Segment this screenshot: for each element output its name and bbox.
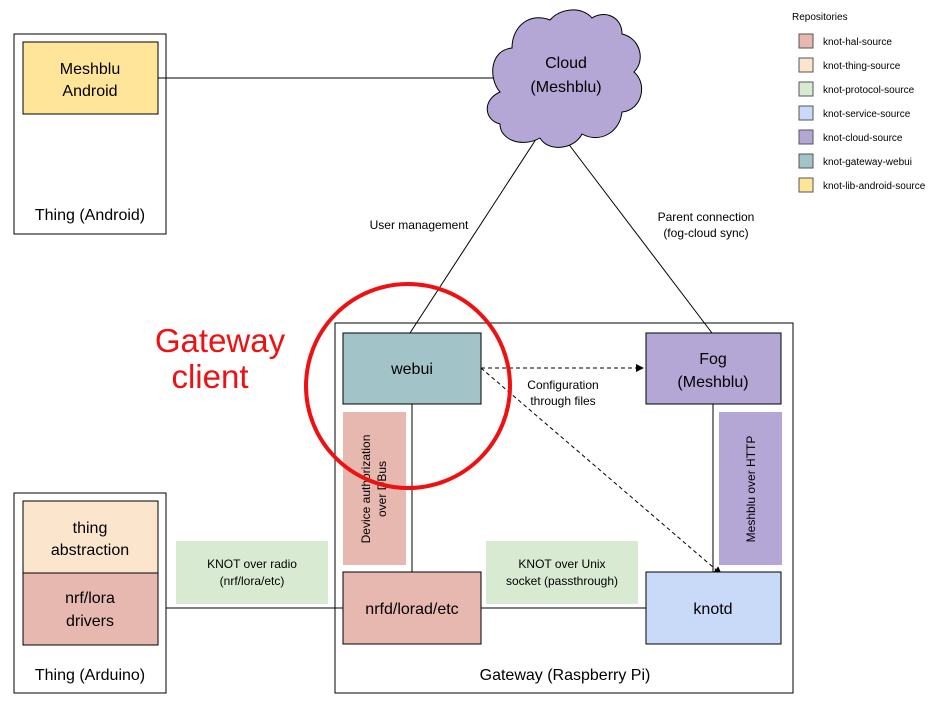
parent-connection-line2: (fog-cloud sync)	[663, 226, 748, 240]
legend-item-label: knot-gateway-webui	[823, 157, 912, 168]
legend-items: knot-hal-source knot-thing-source knot-pro…	[798, 33, 926, 193]
thing-abstraction-node: thing abstraction	[22, 500, 159, 574]
cloud-label-line1: Cloud	[545, 55, 587, 72]
legend-swatch	[798, 33, 814, 49]
legend-item-label: knot-thing-source	[823, 61, 901, 72]
fog-meshblu-node: Fog (Meshblu)	[645, 332, 782, 405]
config-files-line2: through files	[530, 394, 595, 408]
thing-abstraction-line2: abstraction	[51, 542, 129, 559]
knot-radio-line1: KNOT over radio	[207, 557, 297, 571]
knot-over-unix-node: KNOT over Unix socket (passthrough)	[486, 541, 638, 604]
knot-unix-line2: socket (passthrough)	[506, 574, 618, 588]
legend-swatch	[798, 177, 814, 193]
meshblu-android-line2: Android	[62, 83, 117, 100]
meshblu-android-node: Meshblu Android	[22, 41, 159, 115]
legend-title: Repositories	[792, 12, 848, 23]
legend: Repositories knot-hal-source knot-thing-s…	[792, 12, 926, 193]
cloud-fog-line	[566, 141, 713, 334]
meshblu-android-line1: Meshblu	[60, 61, 120, 78]
parent-connection-line1: Parent connection	[658, 210, 755, 224]
webui-knotd-dashed-arrow	[480, 367, 722, 575]
nrfd-label: nrfd/lorad/etc	[365, 601, 458, 618]
cloud-label-line2: (Meshblu)	[530, 79, 601, 96]
thing-abstraction-line1: thing	[73, 520, 108, 537]
nrfd-node: nrfd/lorad/etc	[342, 571, 482, 645]
cloud-meshblu-node: Cloud (Meshblu)	[486, 9, 643, 148]
cloud-shape	[486, 9, 643, 148]
legend-swatch	[798, 129, 814, 145]
legend-item-label: knot-service-source	[823, 109, 911, 120]
thing-android-label: Thing (Android)	[35, 207, 145, 224]
device-auth-line1: Device authorization	[359, 435, 373, 544]
highlight-circle	[304, 282, 512, 490]
thing-arduino-label: Thing (Arduino)	[35, 667, 145, 684]
drivers-line2: drivers	[66, 613, 114, 630]
user-management-label: User management	[370, 218, 469, 232]
legend-swatch	[798, 57, 814, 73]
knot-radio-line2: (nrf/lora/etc)	[220, 574, 285, 588]
knotd-label: knotd	[693, 601, 732, 618]
nrf-lora-drivers-node: nrf/lora drivers	[22, 572, 159, 646]
legend-item-label: knot-hal-source	[823, 37, 892, 48]
knotd-node: knotd	[645, 571, 782, 645]
legend-swatch	[798, 105, 814, 121]
gateway-label: Gateway (Raspberry Pi)	[480, 667, 651, 684]
webui-node: webui	[342, 332, 482, 405]
knot-unix-line1: KNOT over Unix	[518, 557, 605, 571]
gateway-client-line2: client	[171, 358, 248, 395]
fog-line1: Fog	[699, 351, 727, 368]
device-auth-line2: over DBus	[375, 461, 389, 517]
drivers-line1: nrf/lora	[65, 590, 115, 607]
fog-line2: (Meshblu)	[677, 374, 748, 391]
legend-swatch	[798, 153, 814, 169]
meshblu-http-label: Meshblu over HTTP	[744, 436, 758, 543]
legend-swatch	[798, 81, 814, 97]
gateway-client-annotation: Gateway client	[155, 282, 512, 490]
cloud-webui-line	[409, 129, 543, 334]
legend-item-label: knot-lib-android-source	[823, 181, 926, 192]
gateway-client-line1: Gateway	[155, 322, 286, 359]
webui-label: webui	[390, 361, 433, 378]
meshblu-over-http-node: Meshblu over HTTP	[719, 412, 782, 565]
config-files-line1: Configuration	[527, 378, 598, 392]
legend-item-label: knot-protocol-source	[823, 85, 915, 96]
legend-item-label: knot-cloud-source	[823, 133, 903, 144]
knot-over-radio-node: KNOT over radio (nrf/lora/etc)	[176, 541, 328, 604]
